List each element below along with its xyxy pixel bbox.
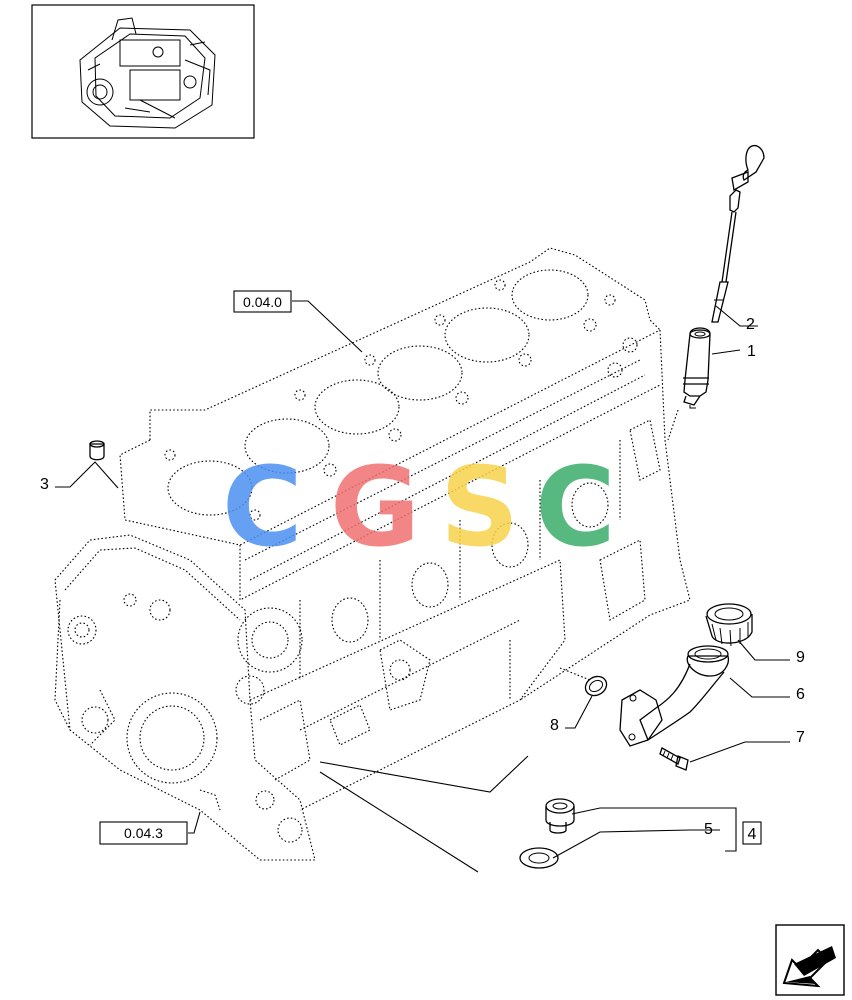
reference-box-crankcase[interactable]: 0.04.3 xyxy=(99,821,188,845)
watermark-letter-3: S xyxy=(440,443,519,571)
filler-neck xyxy=(619,645,730,747)
watermark-letter-2: G xyxy=(330,443,420,571)
callout-4: 4 xyxy=(748,826,757,843)
dipstick-tube xyxy=(683,327,711,409)
engine-thumbnail-drawing xyxy=(79,17,216,129)
callout-8: 8 xyxy=(550,717,559,734)
callout-2: 2 xyxy=(746,316,755,333)
callout-5: 5 xyxy=(704,821,713,838)
sealing-washer xyxy=(519,847,559,869)
callout-6: 6 xyxy=(796,686,805,703)
dipstick xyxy=(711,144,765,323)
filler-cap xyxy=(705,603,753,647)
next-page-arrow-icon xyxy=(782,946,836,988)
leader-lines xyxy=(55,300,790,873)
engine-block xyxy=(54,247,691,861)
o-ring xyxy=(584,675,608,697)
callout-3: 3 xyxy=(40,476,49,493)
drain-plug xyxy=(545,798,575,834)
reference-box-group[interactable]: 4 xyxy=(742,821,762,845)
reference-box-block[interactable]: 0.04.0 xyxy=(233,290,292,313)
callout-numbers: 1 2 3 5 6 7 8 9 xyxy=(40,316,805,838)
watermark-logo: C G S C xyxy=(222,443,616,571)
reference-label-block: 0.04.0 xyxy=(243,294,282,310)
reference-label-crankcase: 0.04.3 xyxy=(124,825,163,841)
dowel-plug xyxy=(89,440,105,461)
next-page-button[interactable] xyxy=(775,924,845,996)
watermark-letter-1: C xyxy=(222,443,303,571)
engine-thumbnail[interactable] xyxy=(31,4,255,139)
callout-1: 1 xyxy=(747,343,756,360)
bolt xyxy=(659,747,689,771)
callout-7: 7 xyxy=(796,729,805,746)
watermark-letter-4: C xyxy=(535,443,616,571)
callout-9: 9 xyxy=(796,649,805,666)
